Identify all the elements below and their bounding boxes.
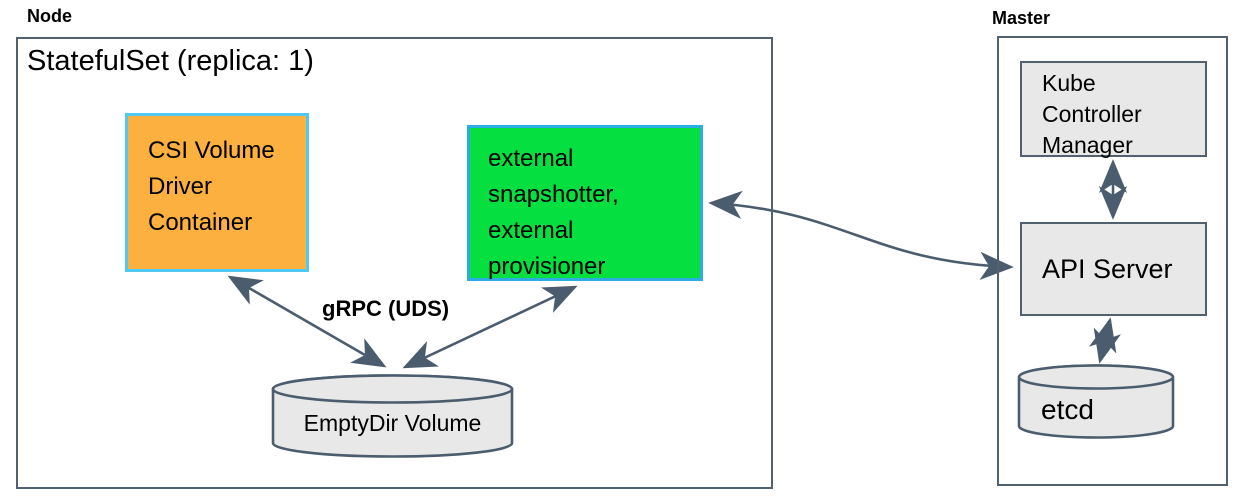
node-boundary-box bbox=[16, 37, 773, 489]
statefulset-title: StatefulSet (replica: 1) bbox=[27, 45, 314, 77]
emptydir-volume-cylinder bbox=[271, 374, 514, 458]
emptydir-volume-label: EmptyDir Volume bbox=[303, 410, 482, 436]
external-sidecars-box: external snapshotter, external provision… bbox=[467, 125, 703, 281]
master-boundary-box bbox=[997, 36, 1228, 486]
arrow-csi-emptydir bbox=[227, 275, 387, 368]
master-group-label: Master bbox=[992, 8, 1051, 28]
node-group-label: Node bbox=[27, 6, 72, 26]
etcd-cylinder bbox=[1017, 364, 1175, 439]
arrow-sidecar-emptydir bbox=[402, 285, 578, 369]
api-server-box: API Server bbox=[1020, 222, 1207, 316]
etcd-label: etcd bbox=[1041, 394, 1094, 425]
arrow-apiserver-etcd bbox=[1088, 317, 1122, 364]
kube-controller-manager-box: Kube Controller Manager bbox=[1020, 61, 1207, 158]
arrow-sidecar-apiserver bbox=[708, 190, 1014, 280]
grpc-uds-label: gRPC (UDS) bbox=[322, 296, 450, 321]
csi-volume-driver-container-box: CSI Volume Driver Container bbox=[125, 113, 309, 272]
